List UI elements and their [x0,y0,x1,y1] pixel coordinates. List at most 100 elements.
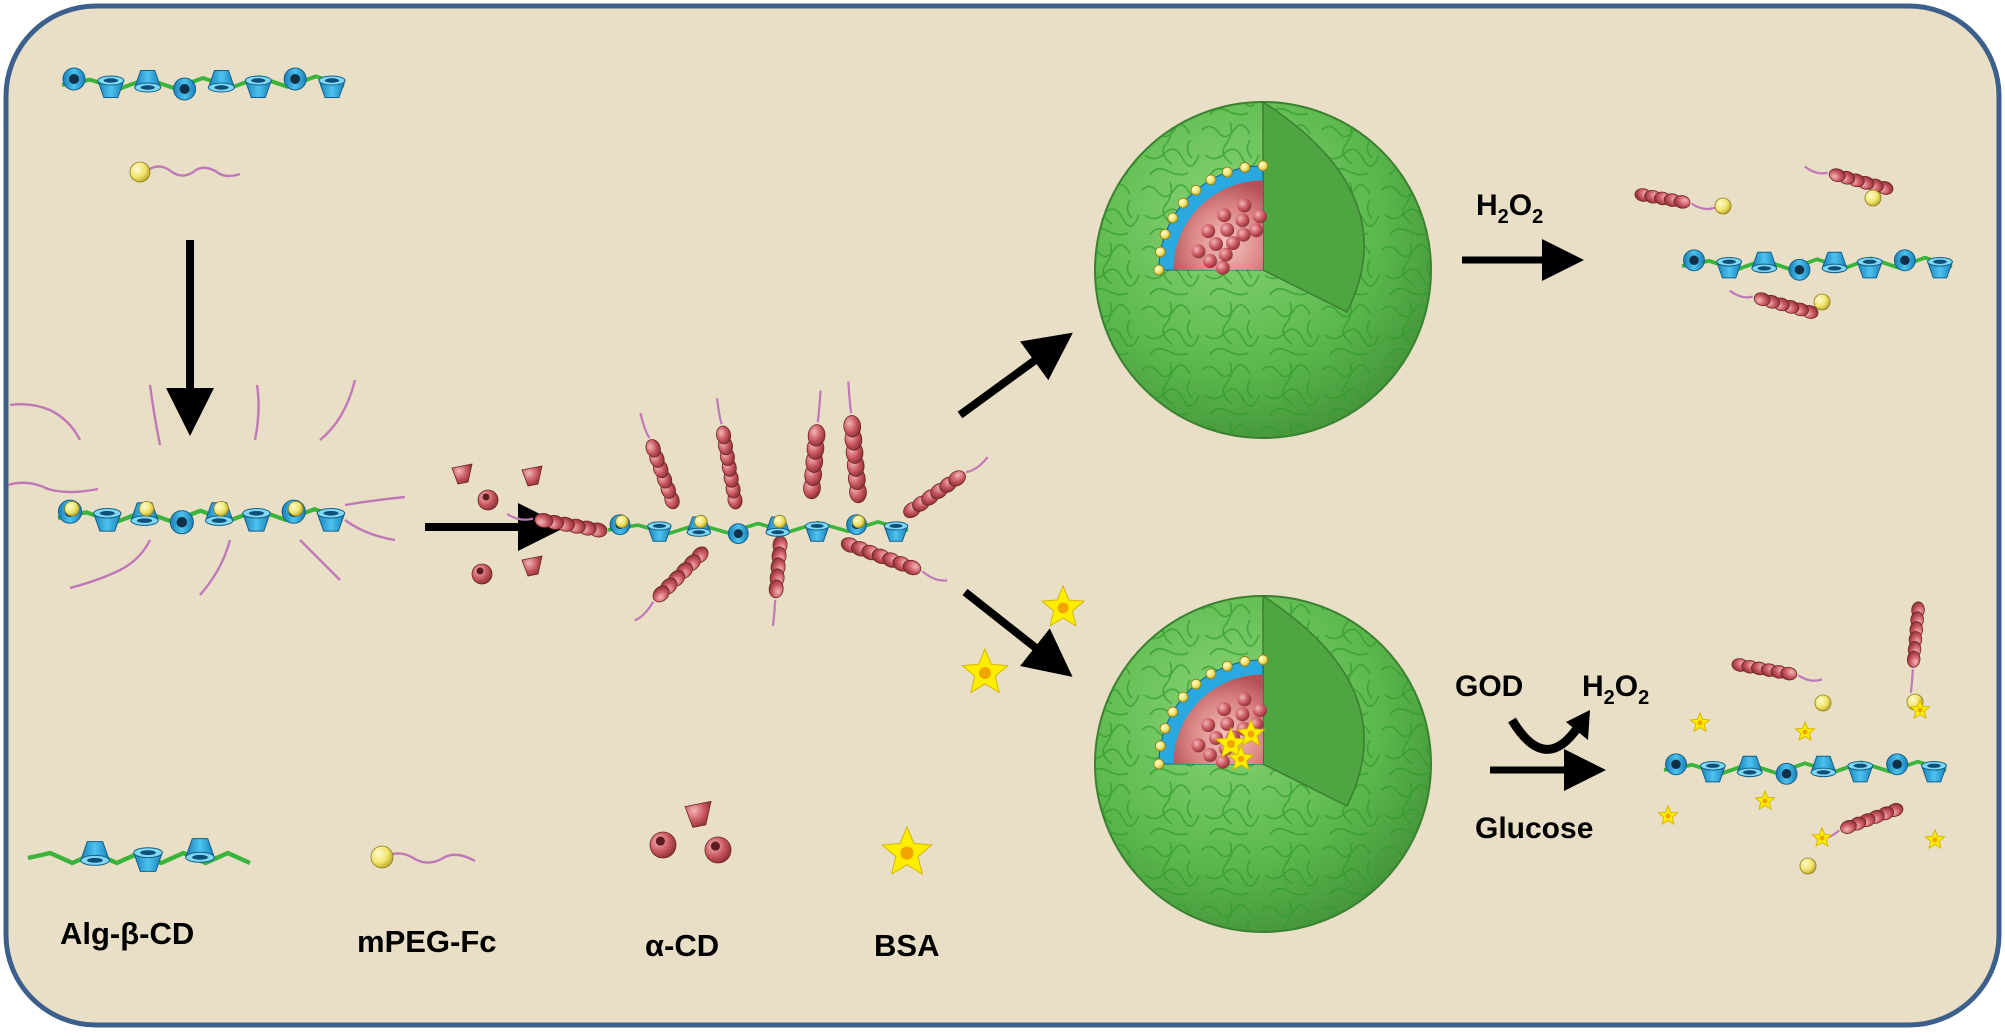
alpha-cd-bead [1201,718,1216,733]
alpha-cd-bead [1225,236,1240,251]
beta-cd-cavity [140,85,155,90]
beta-cd-ring-hole [1794,265,1805,275]
beta-cd-cavity [652,523,666,528]
beta-cd-cavity [810,523,824,528]
beta-cd-cavity [1722,259,1736,264]
peg-tail [634,601,655,622]
star-core [1697,720,1703,726]
alpha-cd-ring [1780,666,1798,681]
ferrocene-ball-icon [1799,857,1817,875]
beta-cd-cavity [771,530,785,535]
ferrocene-ball-icon [129,161,151,183]
microsphere-sphere-icon [1094,100,1432,439]
beta-cd-cavity [1862,259,1877,264]
beta-cd-ring-hole [176,516,188,528]
alpha-cd-ring [534,512,554,528]
peg-tail [1691,202,1716,211]
beta-cd-cavity [103,78,119,83]
beta-cd-cavity [211,518,227,523]
polypseudorotaxane [506,381,989,627]
peg-chain [344,519,396,542]
legend-label-bsa: BSA [874,928,939,963]
alpha-cd-ring [1673,195,1691,209]
beta-cd-ring-hole [1781,769,1792,779]
alpha-cd-ring [1840,819,1857,834]
alpha-cd-ring [645,439,661,458]
alpha-cd-bead [1220,222,1235,237]
alpha-cd-icon [521,465,543,487]
alpha-cd-bead [1252,703,1267,718]
arrow-diagonal-down-icon [962,588,1073,677]
alpha-cd-ring [1906,650,1921,668]
alpha-cd-icon [451,463,473,485]
alpha-cd-ring [652,585,670,603]
alpha-cd-bead [1215,260,1230,275]
alpha-cd-bead [1249,223,1264,238]
ferrocene-ball-icon [1205,668,1217,680]
alpha-cd-bead [1191,244,1206,259]
alpha-cd-bead [1235,707,1250,722]
star-core [1802,729,1808,735]
star-core [1237,755,1245,763]
beta-cd-cavity [1827,266,1842,271]
ferrocene-ball-icon [694,514,708,529]
ferrocene-ball-icon [213,500,229,517]
legend-label-mpeg-fc: mPEG-Fc [357,924,497,959]
ferrocene-ball-icon [287,500,304,517]
legend-bsa-star-icon [881,825,933,876]
ferrocene-ball-icon [1159,228,1171,240]
alpha-cd-ring [902,559,922,576]
beta-cd-cavity [889,523,903,528]
alpha-cd-cavity [482,493,490,501]
alpha-cd-bead [1252,209,1267,224]
alpha-cd-ring [716,425,732,445]
beta-cd-ring-hole [733,529,743,539]
beta-cd-ring-hole [1671,759,1681,770]
alpha-cd-ring [843,415,862,438]
beta-cd-cavity [140,850,156,856]
ferrocene-ball-icon [1153,758,1165,770]
alpha-cd-ring [1753,292,1771,307]
disassembled-products-bottom [1657,601,1948,875]
legend-alpha-cd-icon [649,800,732,864]
ferrocene-ball-icon [1205,174,1217,186]
beta-cd-ring-hole [1900,255,1910,266]
peg-tail [1797,674,1823,682]
peg-chain [384,852,476,864]
beta-cd-cavity [1927,763,1941,768]
alpha-cd-bead [1235,213,1250,228]
ferrocene-ball-icon [1864,189,1882,207]
star-core [900,846,914,860]
peg-chain [299,539,341,581]
peg-tail [965,456,989,474]
alpha-cd-bead [1191,738,1206,753]
ferrocene-ball-icon [1190,184,1202,196]
star-core [1819,835,1825,841]
ferrocene-ball-icon [1153,264,1165,276]
alpha-cd-bead [1220,716,1235,731]
inclusion-complex [7,379,406,596]
alpha-cd-ring [807,424,826,447]
legend-mpeg-fc-icon [370,845,476,869]
ferrocene-ball-icon [615,514,629,529]
alpha-cd-bead [1203,253,1218,268]
beta-cd-ring-hole [69,74,79,84]
peg-tail [506,513,534,521]
peg-chain [253,384,260,441]
alpha-cd-icon [477,489,499,511]
alpha-cd-ring [1828,168,1846,183]
beta-cd-ring-hole [290,74,301,84]
peg-tail [771,599,777,627]
peg-chain [199,539,232,596]
peg-chain [9,402,82,441]
alpha-cd-icon [521,555,543,577]
beta-cd-cavity [248,510,264,516]
sphere-cut-face [1262,594,1365,808]
peg-chain [147,165,241,178]
ferrocene-ball-icon [1155,740,1166,752]
ferrocene-ball-icon [1221,660,1233,672]
sphere-cut-face [1262,100,1365,314]
ferrocene-ball-icon [1167,706,1179,718]
